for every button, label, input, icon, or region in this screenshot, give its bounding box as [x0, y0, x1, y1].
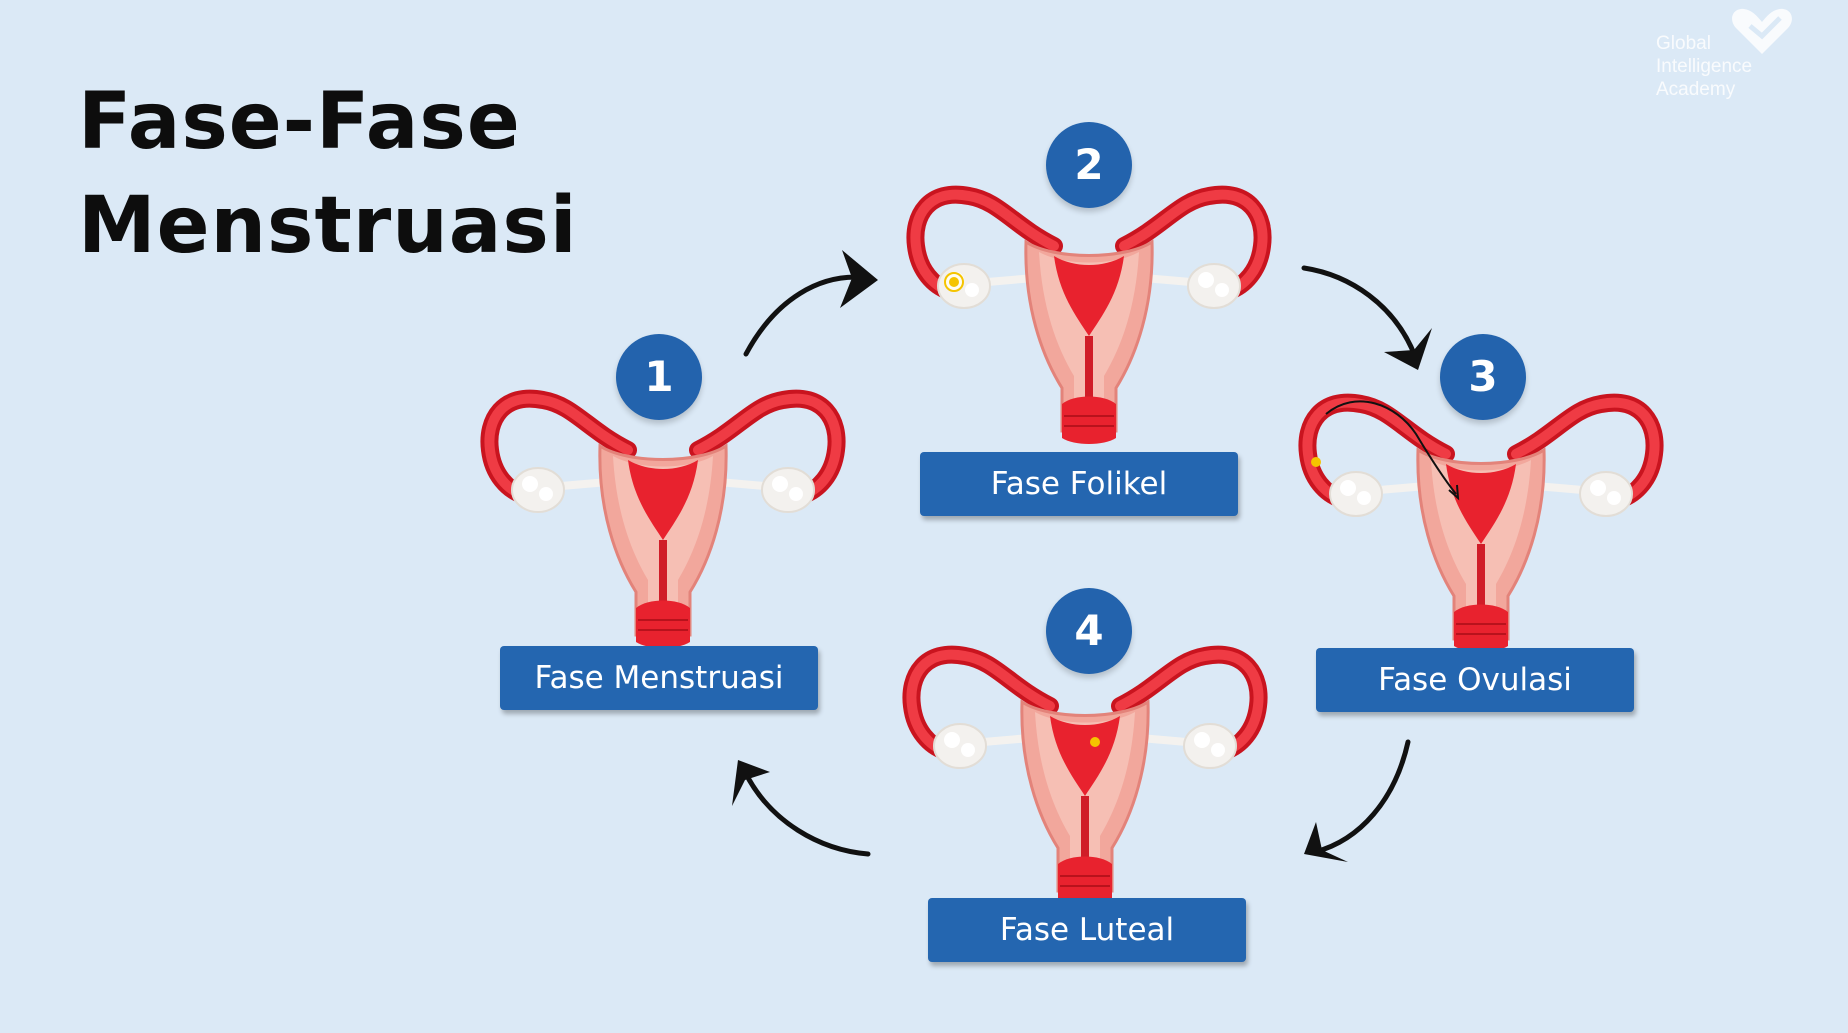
logo-line-1: Global [1656, 33, 1711, 54]
released-egg-marker [1311, 457, 1321, 467]
phase-3-label: Fase Ovulasi [1316, 648, 1634, 712]
phase-4-number-badge: 4 [1046, 588, 1132, 674]
phase-4-label: Fase Luteal [928, 898, 1246, 962]
arrow-4-to-1 [742, 769, 871, 857]
logo-text: Global Intelligence Academy [1656, 32, 1752, 101]
arrow-2-to-3 [1301, 265, 1418, 359]
uterus-illustration-follicular [904, 176, 1274, 456]
title-line-1: Fase-Fase [78, 77, 521, 167]
phase-1-number-badge: 1 [616, 334, 702, 420]
arrow-1-to-2 [743, 274, 871, 357]
brand-logo: Global Intelligence Academy [1650, 6, 1800, 106]
heart-icon [1732, 8, 1792, 55]
phase-2-label: Fase Folikel [920, 452, 1238, 516]
phase-2-number-badge: 2 [1046, 122, 1132, 208]
logo-line-3: Academy [1656, 79, 1736, 100]
uterus-illustration-ovulation [1296, 384, 1666, 664]
page-title: Fase-Fase Menstruasi [78, 70, 578, 278]
egg-in-uterus-marker [1090, 737, 1100, 747]
title-line-2: Menstruasi [78, 181, 578, 271]
uterus-illustration-luteal [900, 636, 1270, 916]
phase-3-number-badge: 3 [1440, 334, 1526, 420]
phase-1-label: Fase Menstruasi [500, 646, 818, 710]
arrow-3-to-4 [1312, 739, 1411, 855]
logo-line-2: Intelligence [1656, 56, 1753, 77]
